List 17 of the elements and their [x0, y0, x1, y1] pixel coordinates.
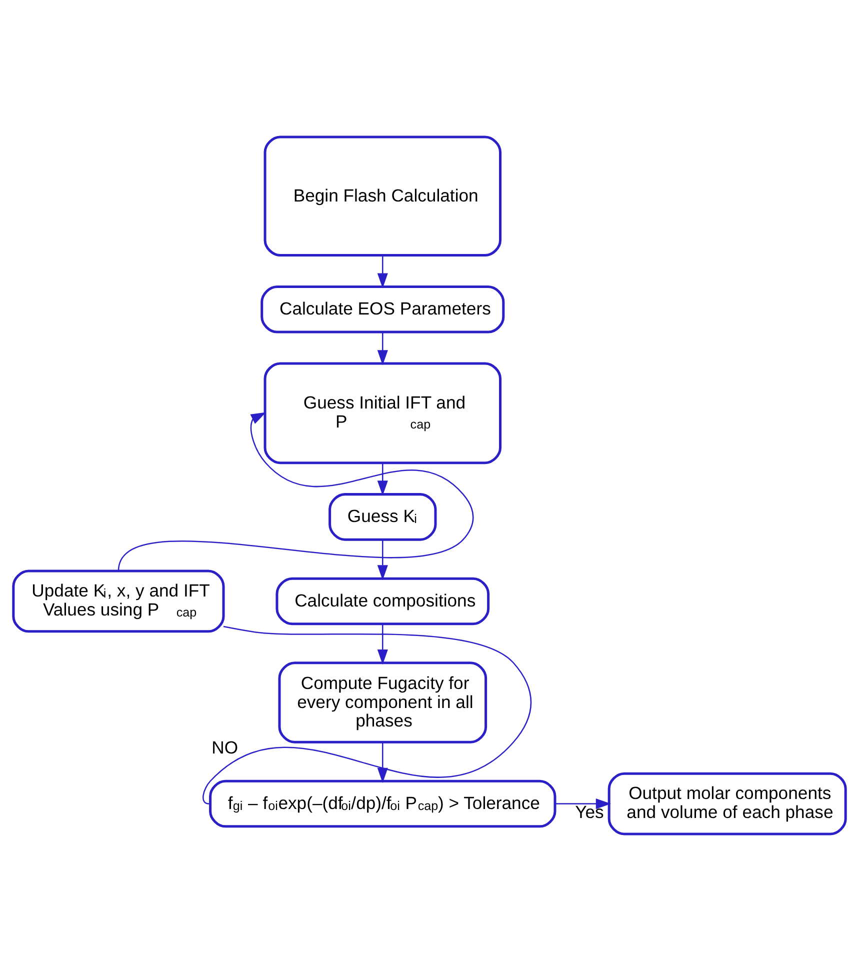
arrow	[377, 623, 388, 664]
arrow	[377, 462, 388, 496]
node-box: Calculate compositions	[276, 576, 490, 625]
arrow	[555, 798, 611, 809]
node-box: Guess Ki	[328, 492, 437, 540]
node-box: Begin Flash Calculation	[264, 135, 502, 256]
arrow	[118, 412, 474, 571]
arrow	[377, 254, 388, 288]
node-box: Compute Fugacity for every component in all phases	[278, 661, 488, 743]
node-box: Output molar components and volume of each phase	[608, 772, 847, 835]
node-box: Calculate EOS Parameters	[260, 284, 505, 333]
arrow	[377, 539, 388, 580]
edge-label: NO	[212, 737, 238, 758]
node-box: fgi – foiexp(–(dfoi/dp)/foi Pcap) > Tolerance	[209, 779, 556, 828]
arrow	[377, 332, 388, 365]
arrow	[377, 742, 388, 783]
edge-label: Yes	[575, 801, 604, 822]
